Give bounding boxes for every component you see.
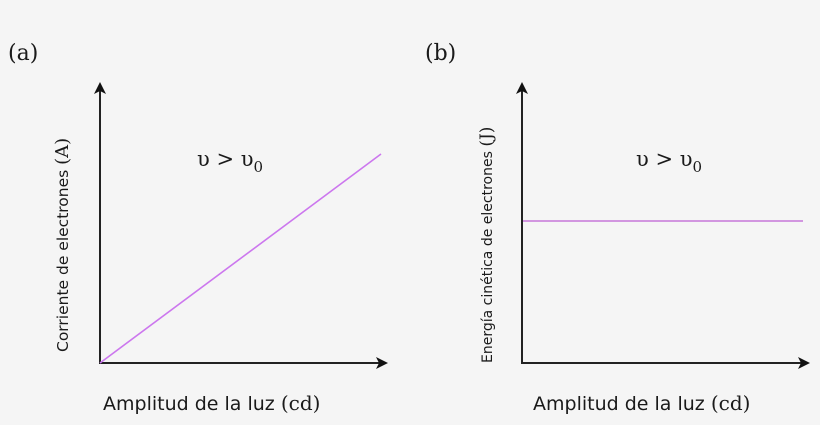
current-line xyxy=(99,153,382,364)
x-axis-title-b: Amplitud de la luz (cd) xyxy=(533,391,750,415)
panel-a: (a) υ > υ0 Corriente de electrones (A) A… xyxy=(8,41,388,415)
y-axis-title-b: Energía cinética de electrones (J) xyxy=(477,127,497,363)
condition-a: υ > υ0 xyxy=(197,147,263,176)
panel-a-label: (a) xyxy=(8,41,38,66)
x-axis-title-a: Amplitud de la luz (cd) xyxy=(103,391,320,415)
panel-b-label: (b) xyxy=(425,41,456,66)
condition-b: υ > υ0 xyxy=(636,147,702,176)
panel-b: (b) υ > υ0 Energía cinética de electrone… xyxy=(425,41,810,415)
y-axis-title-a: Corriente de electrones (A) xyxy=(52,138,73,352)
